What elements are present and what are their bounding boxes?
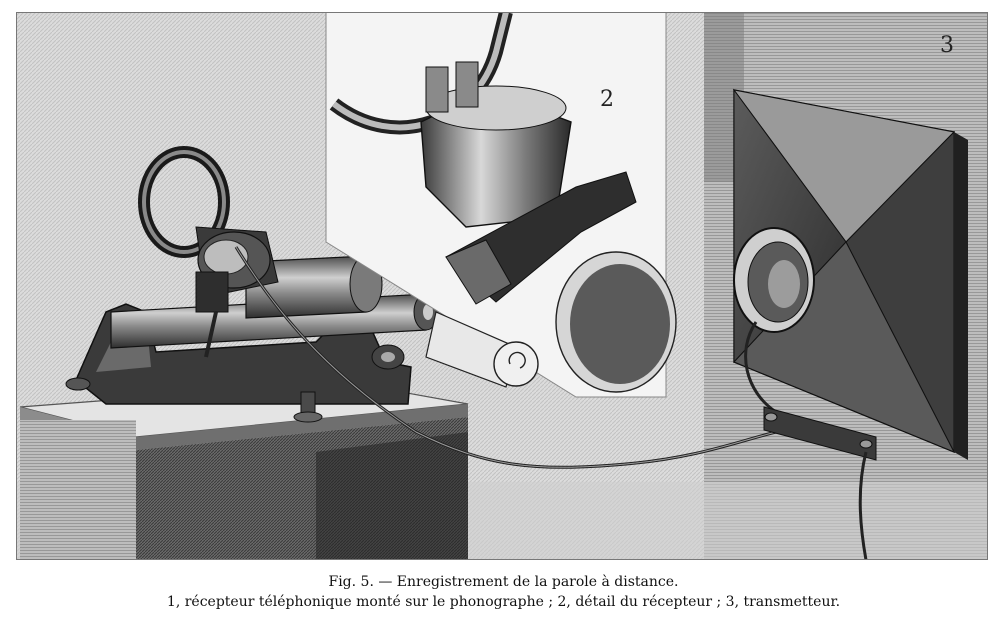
caption-figure-number: Fig. 5. — [328, 574, 397, 590]
engraving-svg: 2 3 [16, 12, 988, 560]
phonograph-cabinet [19, 381, 469, 560]
caption-title-line: Fig. 5. — Enregistrement de la parole à … [0, 574, 1007, 590]
telephone-wire-highlight [235, 246, 777, 468]
engraving-illustration: 2 3 [16, 12, 988, 560]
figure-border [16, 12, 988, 560]
panel-label-3: 3 [940, 33, 954, 58]
caption-title: Enregistrement de la parole à distance. [396, 574, 679, 590]
transmitter-assembly: 3 [732, 33, 968, 560]
panel-label-2: 2 [600, 87, 614, 112]
caption-legend-line: 1, récepteur téléphonique monté sur le p… [166, 594, 841, 610]
inset-panel-receiver-detail: 2 [325, 12, 677, 398]
